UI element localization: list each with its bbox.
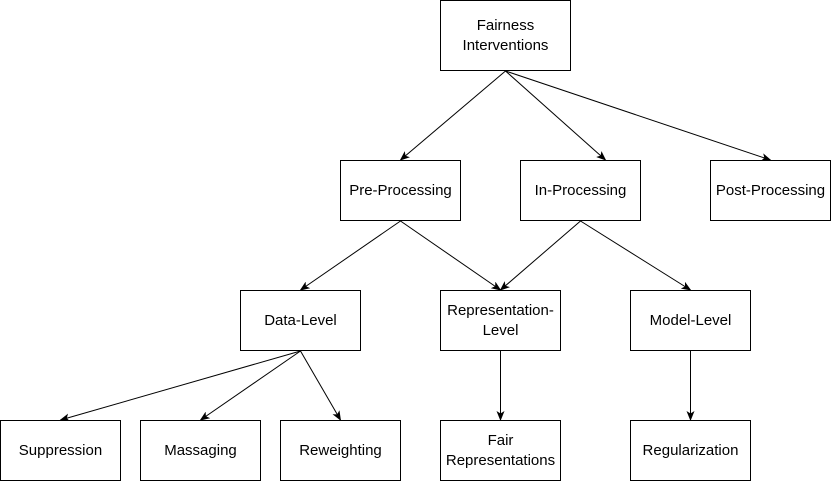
edge-data-level-to-suppression [59, 350, 301, 422]
node-fairness-interventions: Fairness Interventions [440, 0, 571, 71]
node-label: Data-Level [264, 311, 337, 329]
node-label: Suppression [18, 441, 103, 459]
edge-pre-processing-to-data-level [299, 220, 401, 291]
node-massaging: Massaging [140, 420, 261, 481]
edge-data-level-to-massaging [199, 350, 301, 421]
edge-root-to-post-processing [505, 70, 772, 161]
node-label: Pre-Processing [349, 181, 452, 199]
edge-in-processing-to-model-level [580, 220, 692, 291]
node-in-processing: In-Processing [520, 160, 641, 221]
edge-root-to-pre-processing [399, 70, 506, 161]
node-pre-processing: Pre-Processing [340, 160, 461, 221]
node-label: In-Processing [534, 181, 627, 199]
node-reweighting: Reweighting [280, 420, 401, 481]
node-label: Representation- Level [447, 301, 554, 339]
node-regularization: Regularization [630, 420, 751, 481]
node-label: Regularization [642, 441, 739, 459]
node-fair-representations: Fair Representations [440, 420, 561, 481]
node-model-level: Model-Level [630, 290, 751, 351]
edge-in-processing-to-representation-level [499, 220, 581, 291]
node-data-level: Data-Level [240, 290, 361, 351]
node-label: Reweighting [299, 441, 382, 459]
node-label: Massaging [164, 441, 237, 459]
node-suppression: Suppression [0, 420, 121, 481]
node-representation-level: Representation- Level [440, 290, 561, 351]
node-label: Model-Level [649, 311, 732, 329]
edge-pre-processing-to-representation-level [400, 220, 502, 291]
node-post-processing: Post-Processing [710, 160, 831, 221]
edge-root-to-in-processing [505, 70, 607, 161]
node-label: Fairness Interventions [462, 16, 549, 54]
node-label: Fair Representations [445, 431, 556, 469]
edge-data-level-to-reweighting [300, 350, 342, 421]
node-label: Post-Processing [715, 181, 826, 199]
